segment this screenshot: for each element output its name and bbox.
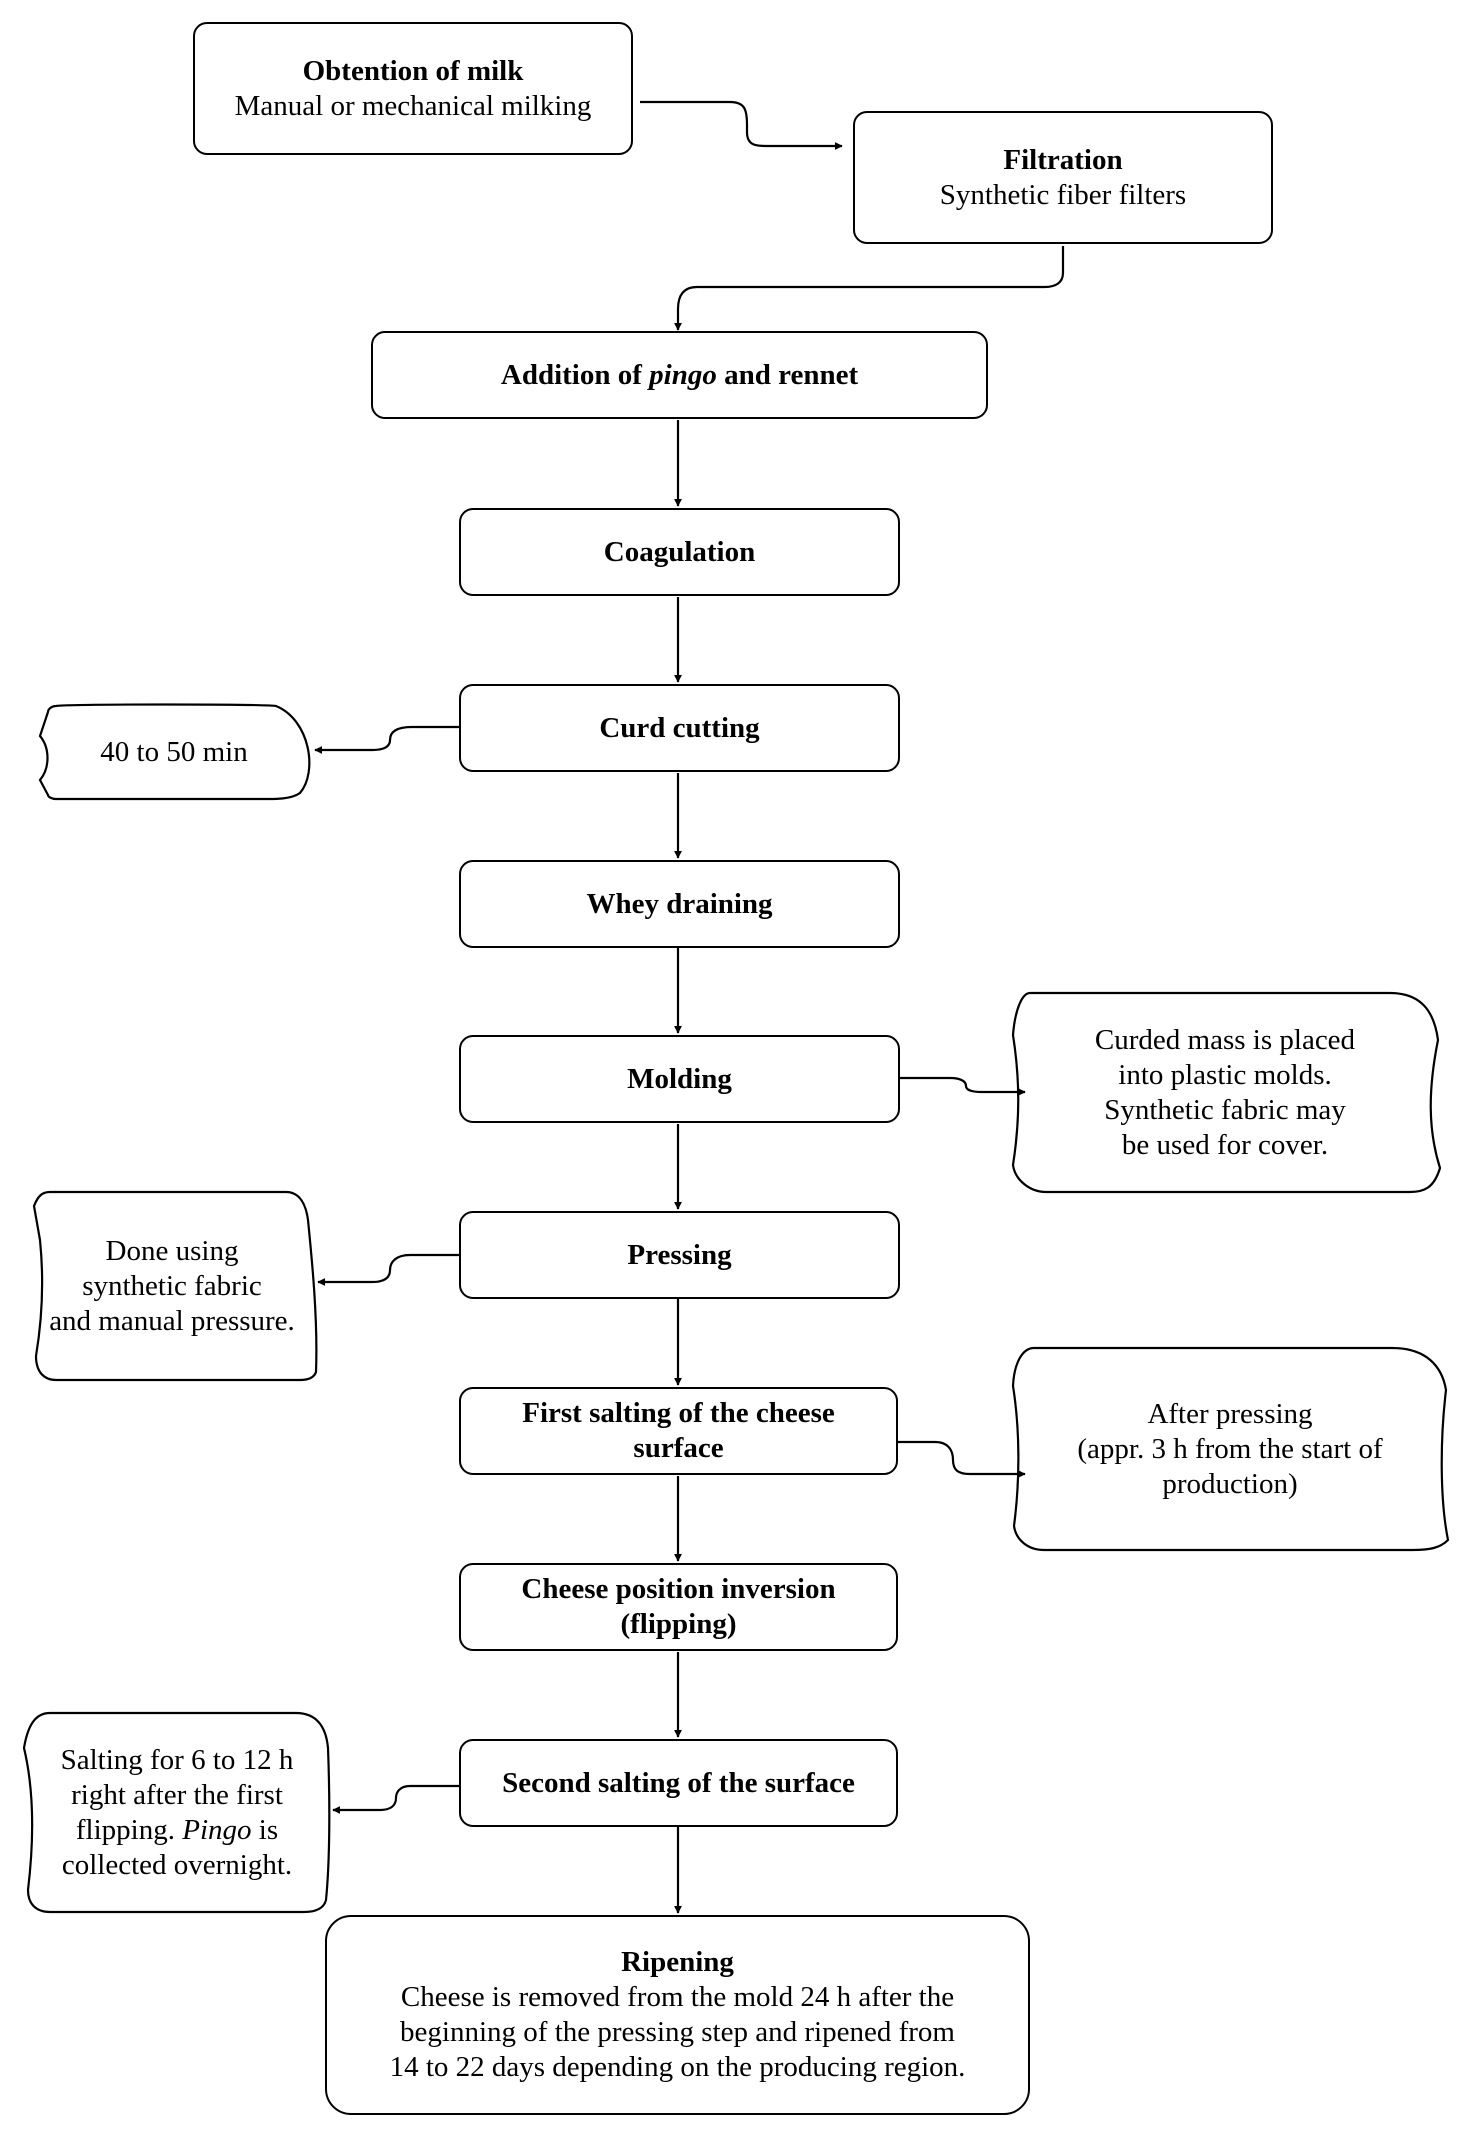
step-addition-of-pingo-and-rennet: Addition of pingo and rennet bbox=[371, 331, 988, 419]
step-ripening: Ripening Cheese is removed from the mold… bbox=[325, 1915, 1030, 2115]
note-shape-pressing bbox=[32, 1190, 318, 1382]
step-title: Ripening bbox=[621, 1946, 734, 1978]
note-line-3: Synthetic fabric may bbox=[1104, 1093, 1346, 1126]
note-shape-molding bbox=[1011, 991, 1442, 1194]
note-curd-cutting-time: 40 to 50 min bbox=[48, 706, 300, 799]
step-whey-draining: Whey draining bbox=[459, 860, 900, 948]
step-pressing: Pressing bbox=[459, 1211, 900, 1299]
note-text: 40 to 50 min bbox=[100, 736, 248, 768]
note-line-2: into plastic molds. bbox=[1118, 1058, 1332, 1091]
note-line-1: Done using bbox=[105, 1234, 239, 1267]
step-title: Pressing bbox=[627, 1238, 732, 1271]
note-line-2: right after the first bbox=[71, 1778, 283, 1811]
step-title: Coagulation bbox=[603, 535, 756, 568]
note-molding: Curded mass is placed into plastic molds… bbox=[1018, 995, 1432, 1190]
note-line-2: (appr. 3 h from the start of bbox=[1077, 1432, 1383, 1465]
note-line-3: production) bbox=[1162, 1467, 1298, 1500]
step-title: Whey draining bbox=[586, 887, 773, 920]
step-title-line-2: (flipping) bbox=[620, 1608, 737, 1640]
step-filtration: Filtration Synthetic fiber filters bbox=[853, 111, 1273, 244]
step-cheese-position-inversion: Cheese position inversion (flipping) bbox=[459, 1563, 898, 1651]
note-line-3: and manual pressure. bbox=[49, 1304, 295, 1337]
connector-filtration-to-addition bbox=[674, 246, 1065, 331]
connector-pressing-to-note bbox=[317, 1253, 459, 1286]
step-title-line-1: First salting of the cheese bbox=[522, 1397, 835, 1429]
connector-first-salting-to-note bbox=[898, 1440, 1026, 1478]
note-line-2: synthetic fabric bbox=[82, 1269, 262, 1302]
step-description-line-2: beginning of the pressing step and ripen… bbox=[400, 2016, 955, 2048]
note-first-salting: After pressing (appr. 3 h from the start… bbox=[1018, 1350, 1442, 1548]
title-emphasis: pingo bbox=[649, 358, 717, 391]
note-shape-second-salting bbox=[22, 1711, 331, 1914]
step-title: Obtention of milk bbox=[302, 54, 524, 87]
step-title: Filtration bbox=[1003, 143, 1123, 176]
step-subtitle: Manual or mechanical milking bbox=[234, 89, 592, 122]
step-title: Addition of pingo and rennet bbox=[501, 358, 858, 393]
step-curd-cutting: Curd cutting bbox=[459, 684, 900, 772]
note-line-4: be used for cover. bbox=[1121, 1128, 1329, 1161]
step-molding: Molding bbox=[459, 1035, 900, 1123]
title-part: and rennet bbox=[716, 358, 859, 391]
note-shape-cutting-time bbox=[38, 703, 311, 801]
connector-cutting-to-note bbox=[314, 725, 459, 754]
note-line-4: collected overnight. bbox=[61, 1848, 293, 1881]
connector-second-salting-to-note bbox=[332, 1784, 459, 1814]
step-second-salting: Second salting of the surface bbox=[459, 1739, 898, 1827]
title-part: Addition of bbox=[500, 358, 650, 391]
note-shape-first-salting bbox=[1011, 1346, 1450, 1552]
step-obtention-of-milk: Obtention of milk Manual or mechanical m… bbox=[193, 22, 633, 155]
note-text-part: is bbox=[251, 1813, 279, 1846]
step-title-line-1: Cheese position inversion bbox=[521, 1573, 836, 1605]
connector-molding-to-note bbox=[899, 1076, 1026, 1096]
note-emphasis: Pingo bbox=[182, 1813, 252, 1846]
note-line-3: flipping. Pingo is bbox=[76, 1813, 278, 1848]
step-title: Molding bbox=[627, 1062, 732, 1095]
note-line-1: Salting for 6 to 12 h bbox=[60, 1743, 294, 1776]
note-line-1: Curded mass is placed bbox=[1094, 1023, 1356, 1056]
connector-obtention-to-filtration bbox=[640, 100, 843, 150]
step-title: Curd cutting bbox=[599, 711, 760, 744]
step-subtitle: Synthetic fiber filters bbox=[939, 178, 1187, 211]
step-description-line-1: Cheese is removed from the mold 24 h aft… bbox=[400, 1981, 955, 2013]
step-title: Second salting of the surface bbox=[502, 1766, 855, 1799]
step-description-line-3: 14 to 22 days depending on the producing… bbox=[389, 2051, 966, 2083]
note-pressing: Done using synthetic fabric and manual p… bbox=[38, 1194, 306, 1378]
step-first-salting: First salting of the cheese surface bbox=[459, 1387, 898, 1475]
note-line-1: After pressing bbox=[1147, 1397, 1313, 1430]
step-title-line-2: surface bbox=[633, 1432, 724, 1464]
note-second-salting: Salting for 6 to 12 h right after the fi… bbox=[34, 1715, 320, 1910]
note-text-part: flipping. bbox=[75, 1813, 183, 1846]
step-coagulation: Coagulation bbox=[459, 508, 900, 596]
